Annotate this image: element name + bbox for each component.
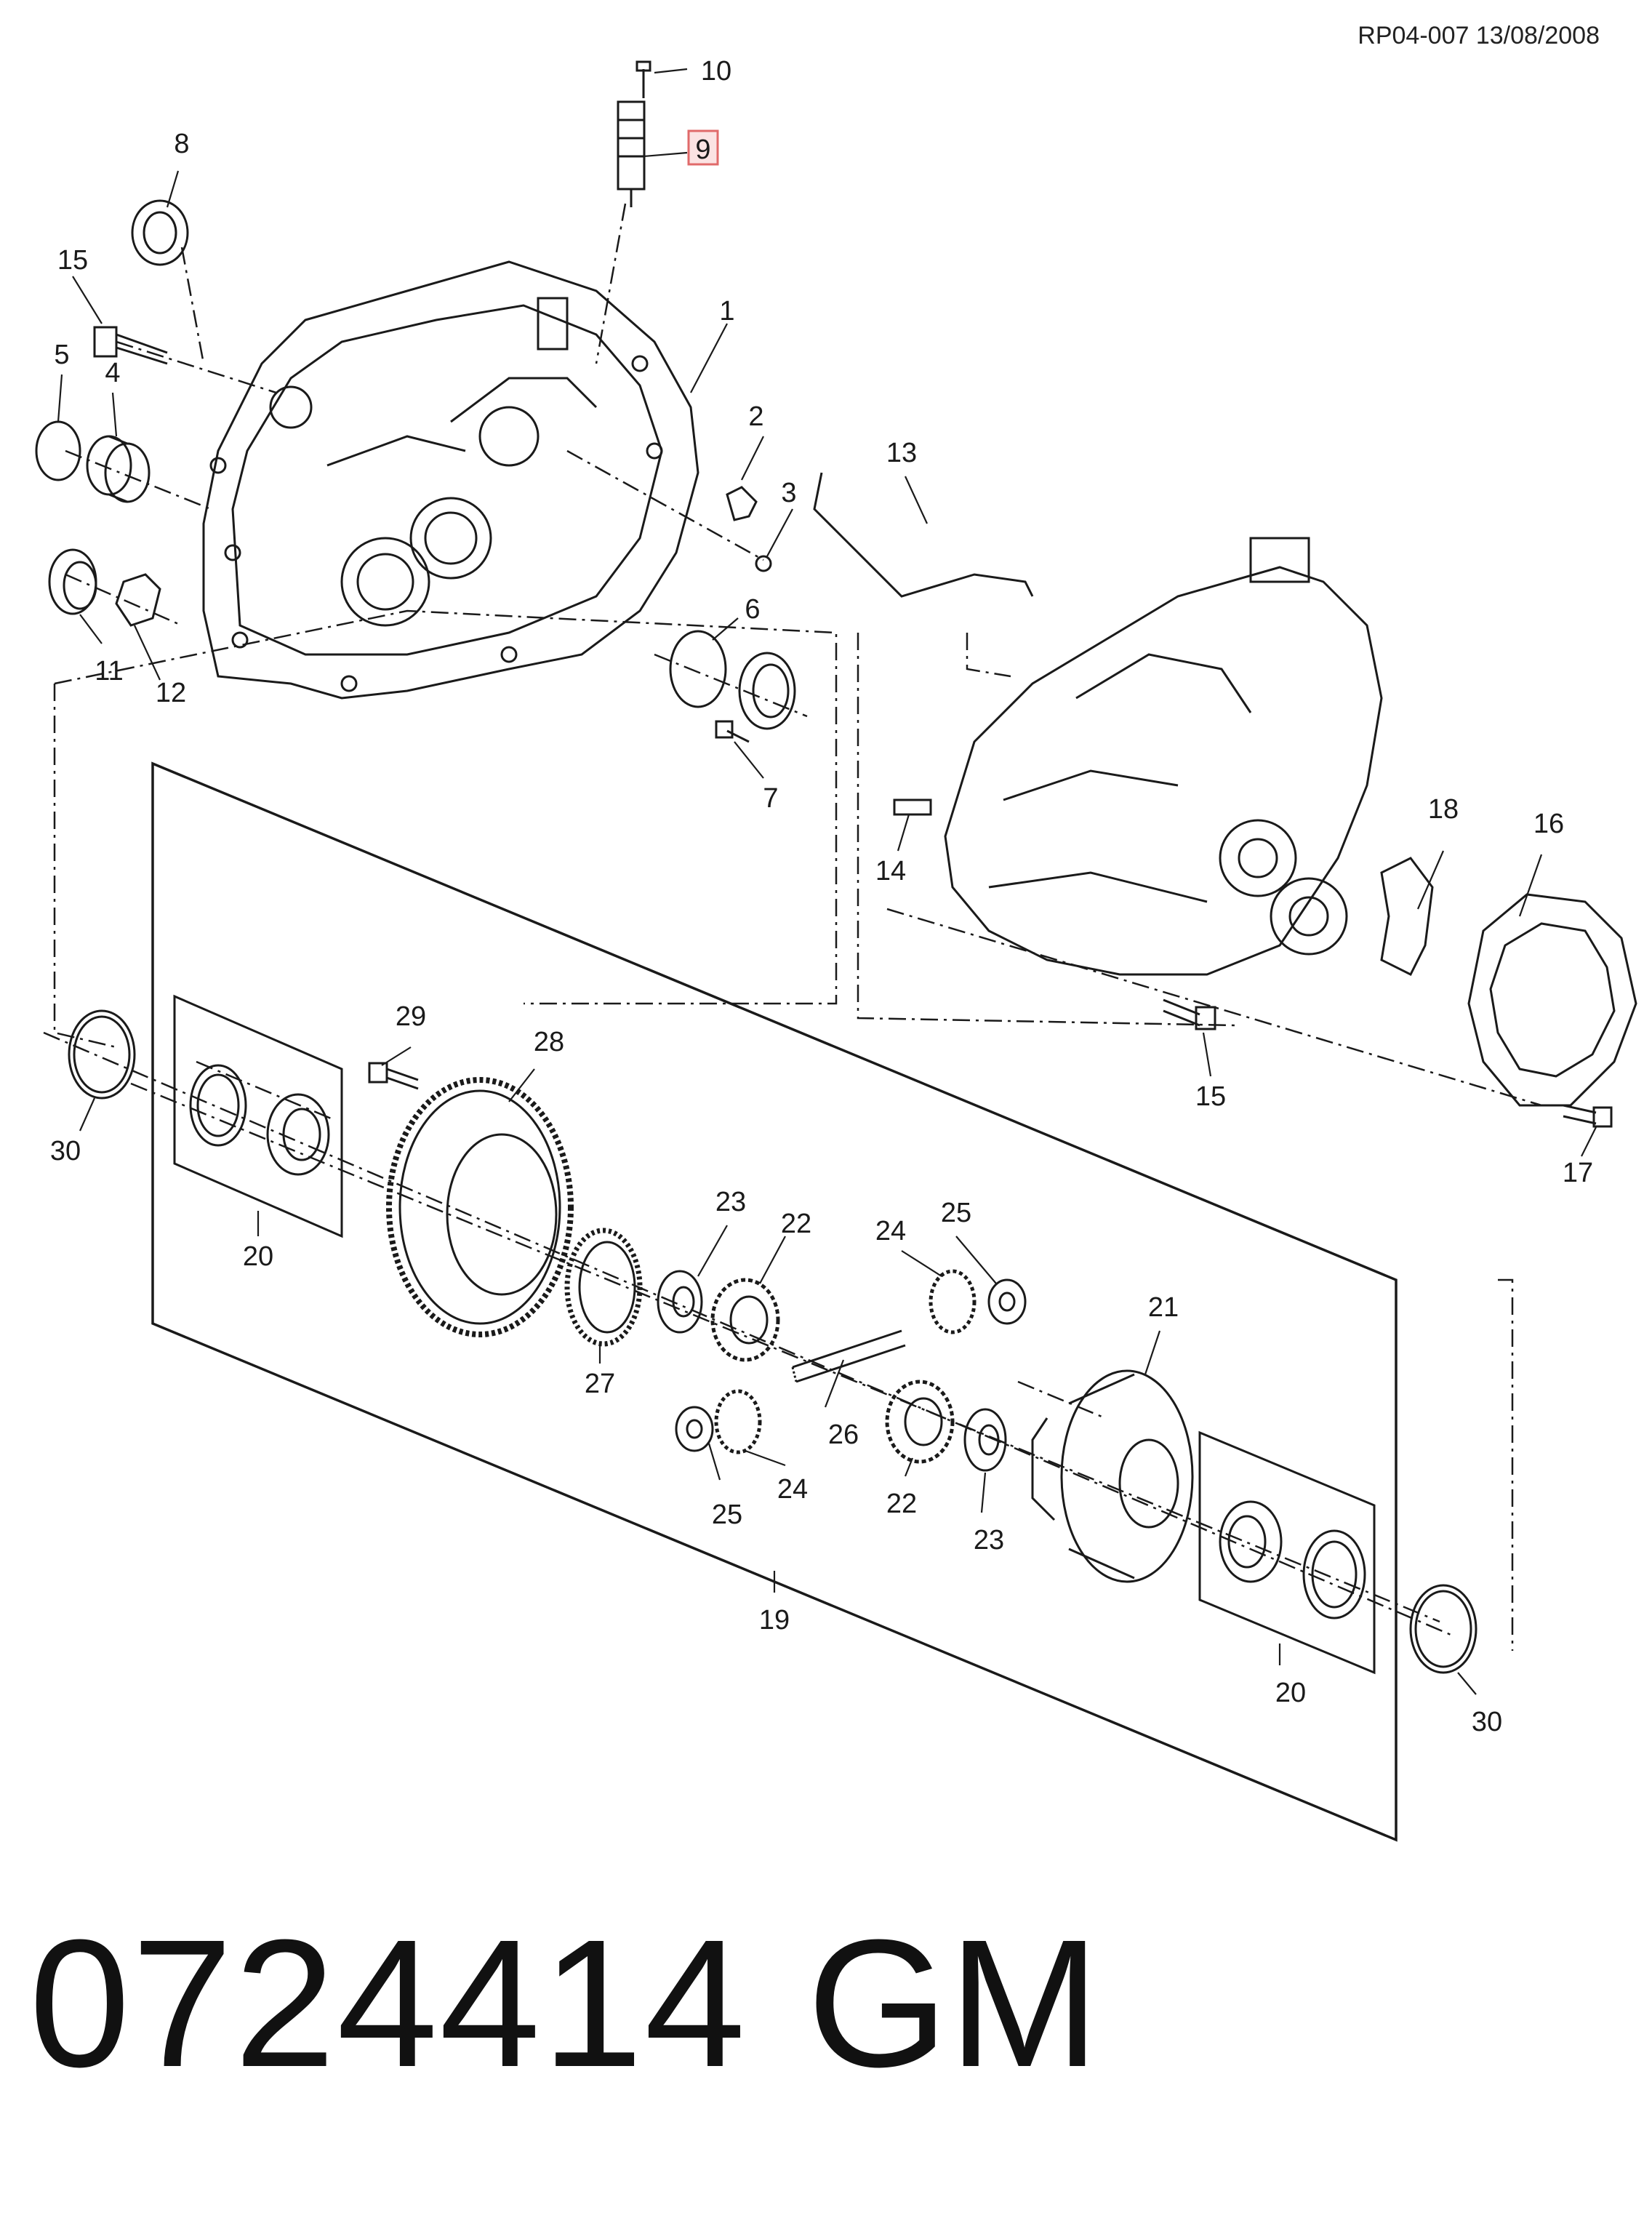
callout-11: 11	[95, 656, 123, 686]
cover-part-16	[1467, 893, 1637, 1107]
pin-part-2	[726, 486, 758, 521]
callout-6: 6	[745, 594, 760, 625]
callout-3: 3	[781, 478, 796, 508]
callout-21: 21	[1148, 1292, 1179, 1323]
pinion-shaft-part-26	[791, 1329, 906, 1383]
callout-4: 4	[105, 358, 120, 388]
callout-8: 8	[174, 129, 189, 159]
washer-part-25-lower	[675, 1406, 714, 1452]
seal-part-8	[131, 199, 189, 266]
callout-18: 18	[1428, 794, 1459, 825]
callout-5: 5	[54, 340, 69, 370]
washer-part-25-upper	[987, 1278, 1027, 1325]
callout-26: 26	[828, 1420, 859, 1450]
shield-part-14	[893, 798, 932, 816]
bolt-part-29	[368, 1062, 419, 1090]
assembly-guide-lines	[43, 203, 1542, 1651]
highlighted-callout-box	[687, 129, 719, 166]
bearing-part-4	[86, 435, 151, 503]
washer-part-23-lower	[963, 1408, 1007, 1472]
bolt-part-15-upper	[93, 326, 168, 365]
snap-ring-part-5	[35, 420, 81, 481]
callout-27: 27	[585, 1369, 615, 1399]
callout-13: 13	[886, 438, 917, 468]
callout-10: 10	[701, 56, 731, 87]
bearing-part-20-right	[1219, 1500, 1366, 1620]
plug-part-3	[755, 555, 772, 572]
callout-23-upper: 23	[715, 1187, 746, 1217]
callout-16: 16	[1533, 809, 1564, 839]
callout-20-left: 20	[243, 1241, 273, 1272]
seal-part-6	[669, 630, 796, 730]
shift-fork-part-13	[813, 472, 1034, 598]
callout-1: 1	[719, 296, 734, 327]
callout-23-lower: 23	[974, 1525, 1004, 1556]
callout-30-right: 30	[1472, 1707, 1502, 1737]
seal-ring-part-30-left	[68, 1009, 136, 1100]
callout-24-lower: 24	[777, 1474, 808, 1505]
callout-25-lower: 25	[712, 1500, 742, 1530]
plate-part-12	[115, 573, 161, 627]
transmission-assembly-right	[944, 537, 1383, 976]
diagram-canvas: 10 9 8 15 1 5 4 2 3 13 6 7 11 12 14 15 1…	[35, 56, 1637, 1842]
callout-30-left: 30	[50, 1136, 81, 1166]
callout-22-upper: 22	[781, 1209, 811, 1239]
callout-7: 7	[763, 783, 778, 814]
callout-22-lower: 22	[886, 1489, 917, 1519]
callout-9: 9	[695, 135, 710, 165]
side-gear-part-22-upper	[710, 1278, 780, 1362]
side-gear-part-22-lower	[885, 1380, 955, 1464]
callout-numbers: 10 9 8 15 1 5 4 2 3 13 6 7 11 12 14 15 1…	[50, 56, 1593, 1737]
bolt-part-10	[635, 60, 651, 98]
callout-2: 2	[748, 401, 763, 432]
brand-label: GM	[807, 1902, 1100, 2105]
gear-part-27	[564, 1228, 643, 1347]
callout-19: 19	[759, 1605, 790, 1636]
pinion-gear-part-24-upper	[929, 1269, 977, 1334]
pinion-gear-part-24-lower	[714, 1389, 762, 1454]
callout-24-upper: 24	[875, 1216, 906, 1246]
ring-gear-part-28	[386, 1077, 574, 1337]
washer-part-23-upper	[657, 1270, 703, 1334]
seal-ring-part-30-right	[1409, 1584, 1477, 1674]
callout-14: 14	[875, 856, 906, 886]
bearing-set-frame-right	[1198, 1430, 1376, 1675]
bracket-part-18	[1380, 857, 1434, 977]
differential-case-part-21	[1031, 1369, 1194, 1583]
callout-12: 12	[156, 678, 186, 708]
differential-assembly-frame	[151, 761, 1398, 1842]
bolt-part-17	[1563, 1104, 1613, 1128]
callout-25-upper: 25	[941, 1198, 971, 1228]
callout-29: 29	[396, 1001, 426, 1032]
callout-20-right: 20	[1275, 1678, 1306, 1708]
bolt-part-15-lower	[1163, 998, 1216, 1030]
callout-17: 17	[1563, 1158, 1593, 1188]
bearing-part-20-left	[189, 1064, 330, 1176]
callout-28: 28	[534, 1027, 564, 1057]
bearing-set-frame-left	[173, 994, 343, 1238]
drawing-reference: RP04-007 13/08/2008	[1358, 22, 1600, 49]
part-number: 0724414	[29, 1902, 747, 2105]
callout-15-upper: 15	[57, 245, 88, 276]
transmission-case-left	[202, 260, 699, 700]
seal-part-11	[48, 548, 97, 615]
bolt-part-7	[715, 720, 750, 743]
callout-leaders	[57, 68, 1597, 1695]
speed-sensor-part	[617, 100, 646, 207]
callout-15-lower: 15	[1195, 1081, 1226, 1112]
